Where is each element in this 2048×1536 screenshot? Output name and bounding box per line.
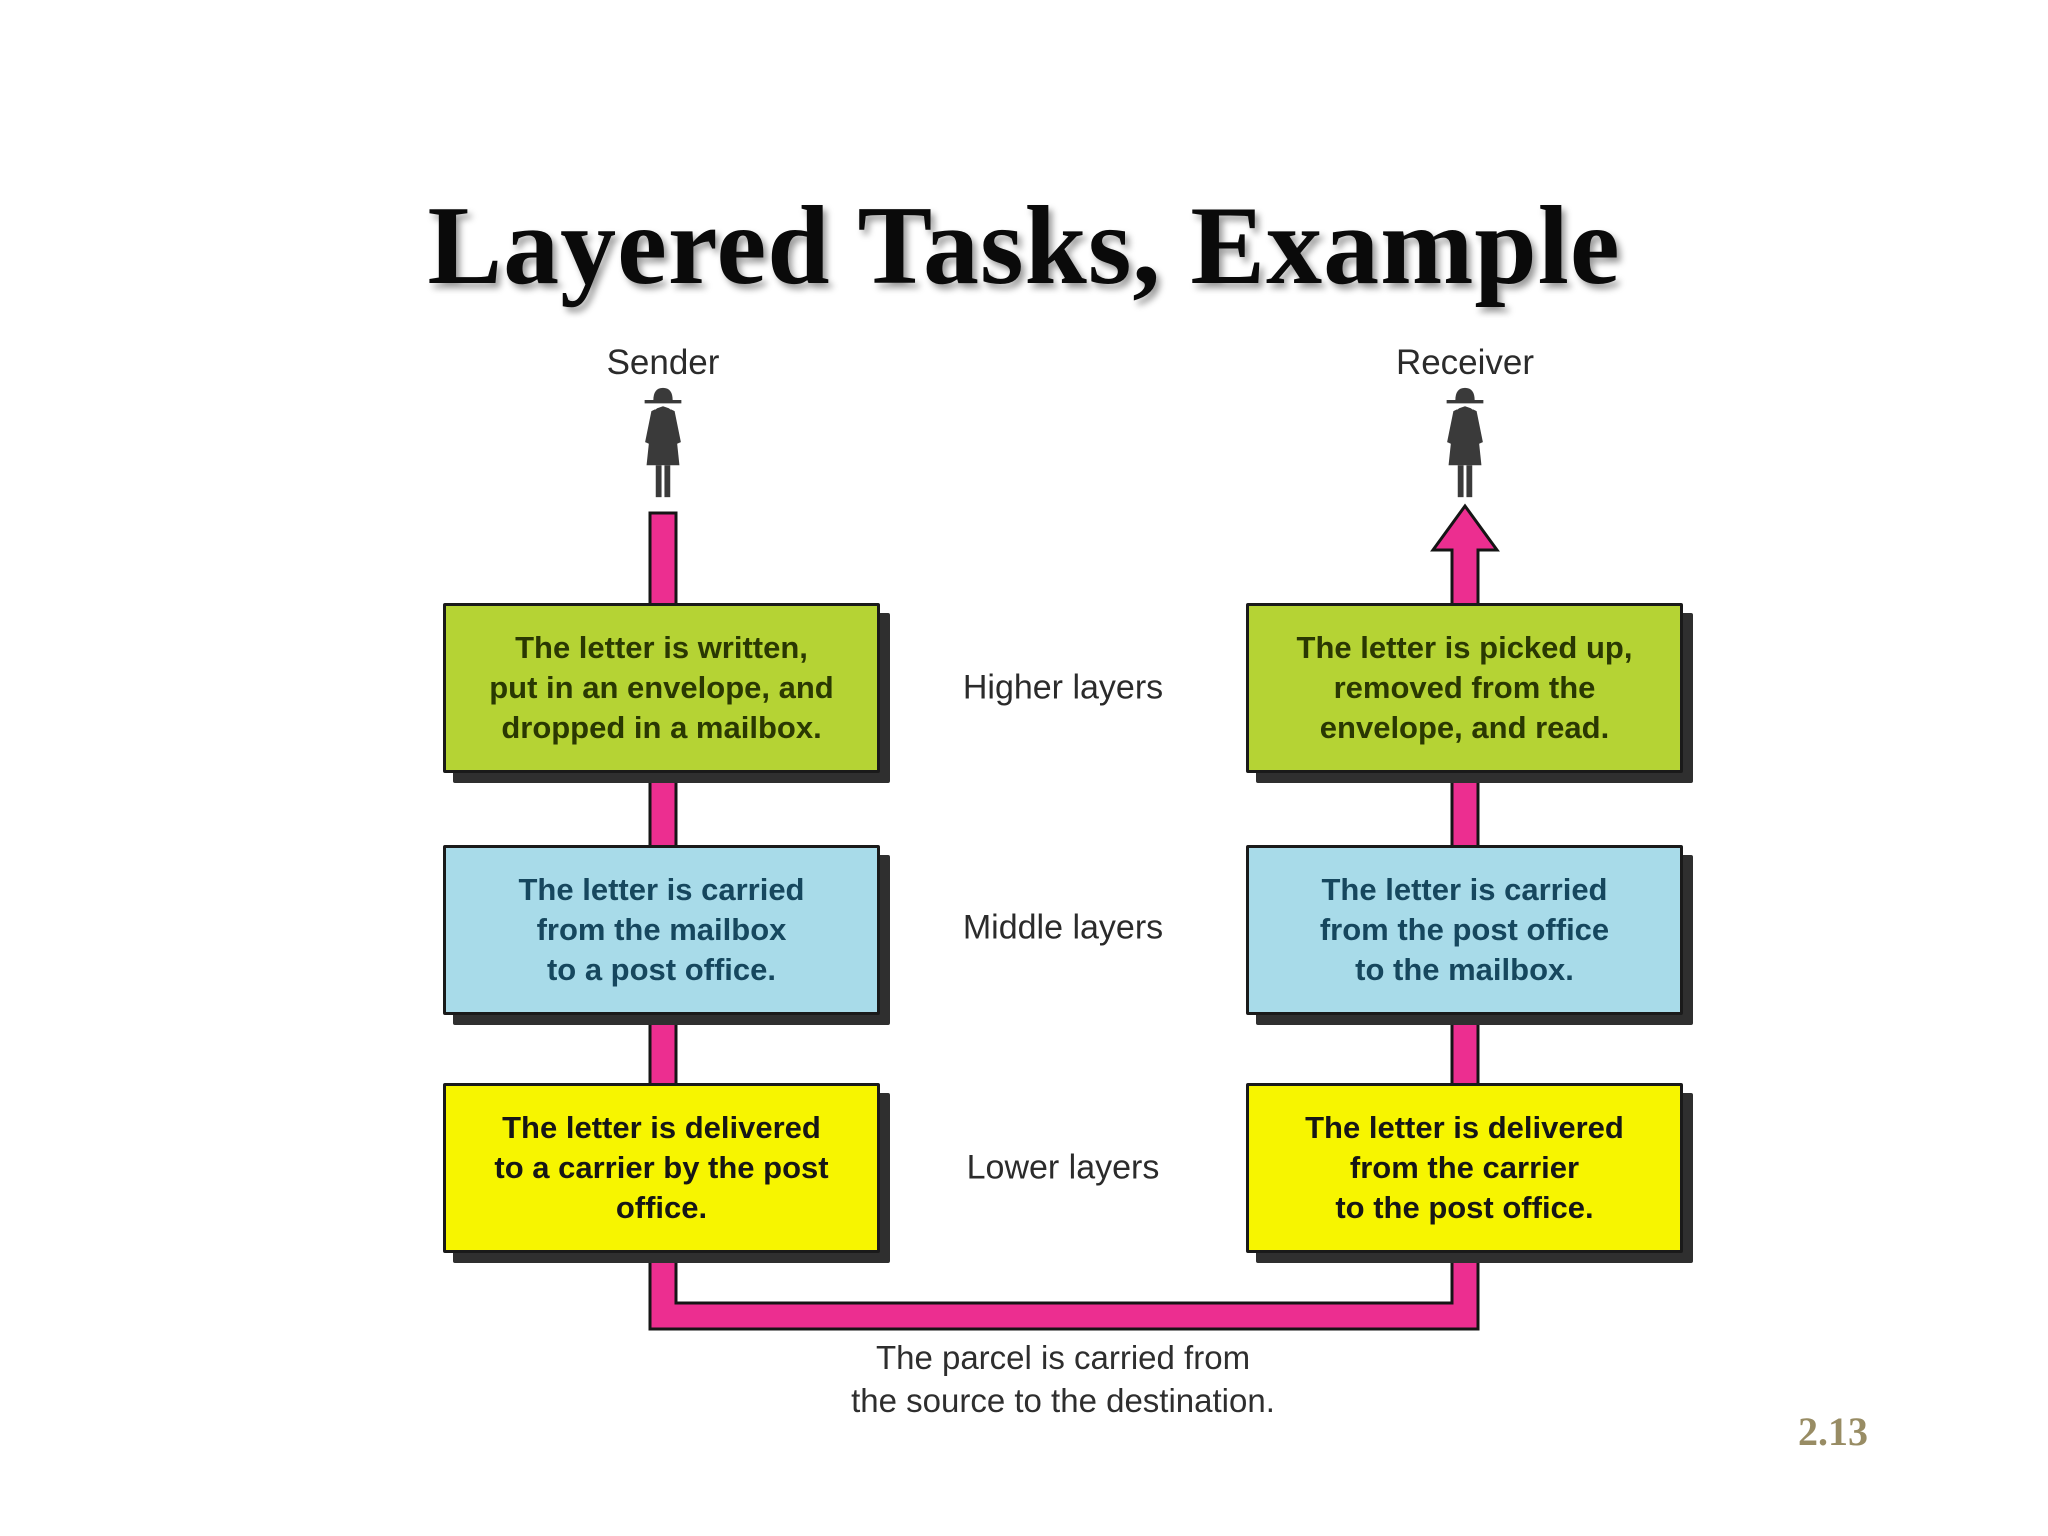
sender-person-icon — [644, 387, 682, 498]
box-line: The letter is carried — [1321, 872, 1608, 907]
box-line: from the carrier — [1349, 1150, 1580, 1185]
middle-layers-label: Middle layers — [962, 908, 1164, 947]
page-title: Layered Tasks, Example — [427, 184, 1621, 308]
caption-line: The parcel is carried from — [875, 1339, 1251, 1376]
box-line: from the post office — [1319, 912, 1610, 947]
box-line: The letter is written, — [515, 630, 808, 665]
box-line: The letter is delivered — [1305, 1110, 1624, 1145]
box-line: office. — [615, 1190, 708, 1225]
box-line: envelope, and read. — [1319, 710, 1610, 745]
box-line: The letter is picked up, — [1296, 630, 1633, 665]
box-line: The letter is delivered — [502, 1110, 821, 1145]
box-line: removed from the — [1333, 670, 1596, 705]
box-line: put in an envelope, and — [489, 670, 834, 705]
sender-higher-layer-box: The letter is written, put in an envelop… — [443, 603, 880, 773]
sender-lower-layer-box: The letter is delivered to a carrier by … — [443, 1083, 880, 1253]
caption-line: the source to the destination. — [851, 1382, 1275, 1419]
higher-layers-label: Higher layers — [962, 668, 1164, 707]
box-line: dropped in a mailbox. — [501, 710, 822, 745]
page-number: 2.13 — [1798, 1409, 1868, 1454]
box-line: to a post office. — [546, 952, 777, 987]
box-line: to the mailbox. — [1355, 952, 1574, 987]
box-line: from the mailbox — [536, 912, 787, 947]
flow-caption: The parcel is carried from the source to… — [851, 1336, 1275, 1422]
receiver-person-icon — [1446, 387, 1484, 498]
lower-layers-label: Lower layers — [966, 1148, 1160, 1187]
box-line: to a carrier by the post — [494, 1150, 829, 1185]
receiver-higher-layer-box: The letter is picked up, removed from th… — [1246, 603, 1683, 773]
receiver-lower-layer-box: The letter is delivered from the carrier… — [1246, 1083, 1683, 1253]
receiver-label: Receiver — [1395, 343, 1535, 382]
box-line: The letter is carried — [518, 872, 805, 907]
box-line: to the post office. — [1335, 1190, 1594, 1225]
receiver-middle-layer-box: The letter is carried from the post offi… — [1246, 845, 1683, 1015]
sender-label: Sender — [606, 343, 720, 382]
sender-middle-layer-box: The letter is carried from the mailbox t… — [443, 845, 880, 1015]
